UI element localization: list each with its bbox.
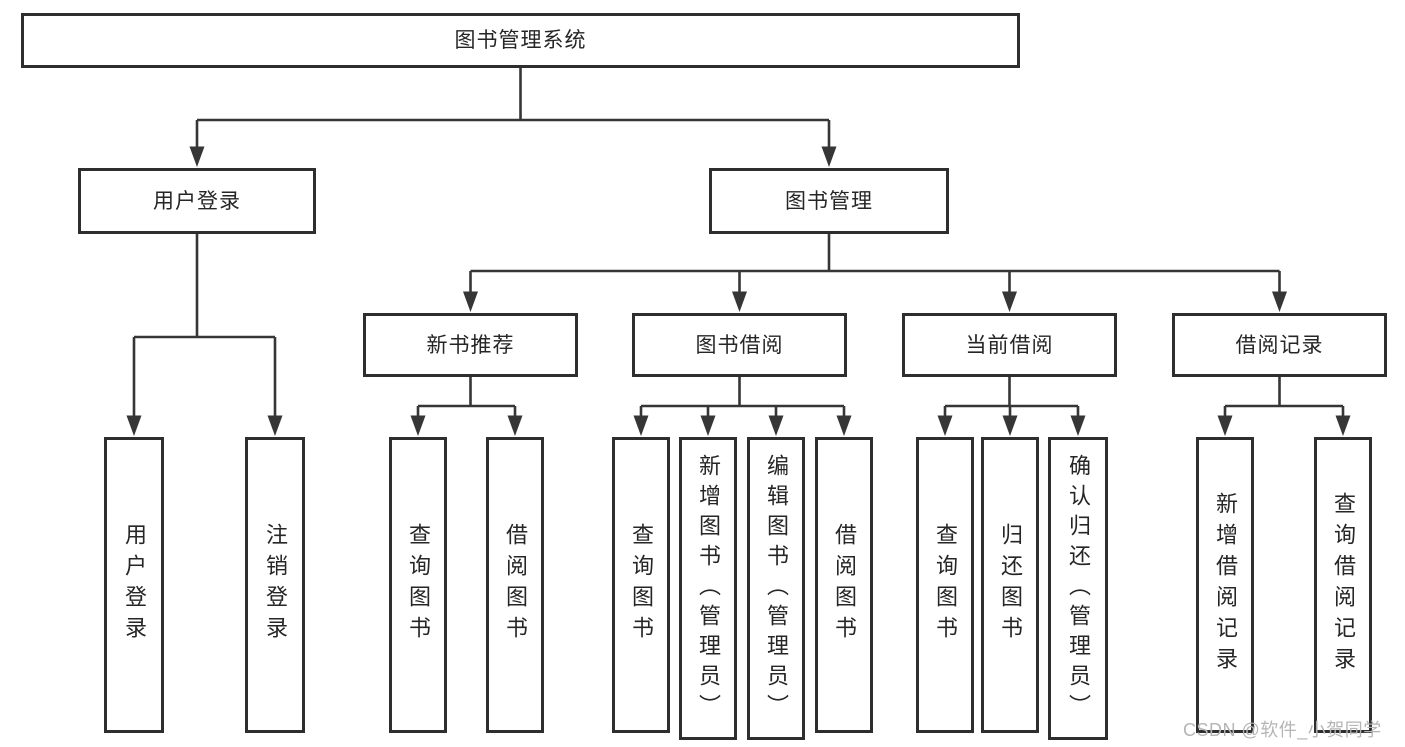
connector-root — [195, 66, 831, 150]
leaf-edit-book-admin: 编辑图书（管理员） — [747, 437, 805, 740]
connector-current-borrow — [943, 375, 1080, 419]
arrowhead — [507, 415, 523, 436]
arrowhead — [189, 146, 205, 167]
node-user-login: 用户登录 — [78, 168, 316, 234]
node-new-book-recommend: 新书推荐 — [363, 313, 578, 377]
arrowhead — [700, 415, 716, 436]
node-borrow-records: 借阅记录 — [1172, 313, 1387, 377]
leaf-query-books-current: 查询图书 — [916, 437, 974, 733]
arrowhead — [732, 291, 747, 312]
node-book-management: 图书管理 — [709, 168, 949, 234]
arrowhead — [1070, 415, 1086, 436]
connector-user-login — [132, 232, 277, 419]
arrowhead — [1002, 415, 1018, 436]
connector-book-management — [469, 232, 1281, 295]
node-book-borrow: 图书借阅 — [632, 313, 847, 377]
leaf-borrow-books-borrow: 借阅图书 — [815, 437, 873, 733]
connector-book-borrow — [639, 375, 846, 419]
leaf-query-books-borrow: 查询图书 — [612, 437, 670, 733]
arrowhead — [937, 415, 953, 436]
arrowhead — [267, 415, 283, 436]
leaf-query-borrow-record: 查询借阅记录 — [1314, 437, 1372, 733]
leaf-user-login: 用户登录 — [104, 437, 164, 733]
leaf-confirm-return-admin: 确认归还（管理员） — [1048, 437, 1108, 740]
arrowhead — [410, 415, 426, 436]
arrowhead — [126, 415, 142, 436]
leaf-add-book-admin: 新增图书（管理员） — [679, 437, 737, 740]
leaf-borrow-books-recommend: 借阅图书 — [486, 437, 544, 733]
arrowhead — [836, 415, 852, 436]
arrowhead — [768, 415, 784, 436]
arrowhead — [1217, 415, 1233, 436]
arrowhead — [1272, 291, 1287, 312]
leaf-query-books-recommend: 查询图书 — [389, 437, 447, 733]
leaf-logout: 注销登录 — [245, 437, 305, 733]
leaf-add-borrow-record: 新增借阅记录 — [1196, 437, 1254, 733]
arrowhead — [1002, 291, 1017, 312]
arrowhead — [633, 415, 649, 436]
arrowhead — [821, 146, 837, 167]
node-current-borrow: 当前借阅 — [902, 313, 1117, 377]
leaf-return-book: 归还图书 — [981, 437, 1039, 733]
arrowhead — [1335, 415, 1351, 436]
connector-borrow-records — [1223, 375, 1345, 419]
csdn-watermark: CSDN @软件_小贺同学 — [1183, 720, 1382, 740]
arrowhead — [463, 291, 478, 312]
connector-new-book-recommend — [416, 375, 517, 419]
node-root: 图书管理系统 — [21, 13, 1020, 68]
